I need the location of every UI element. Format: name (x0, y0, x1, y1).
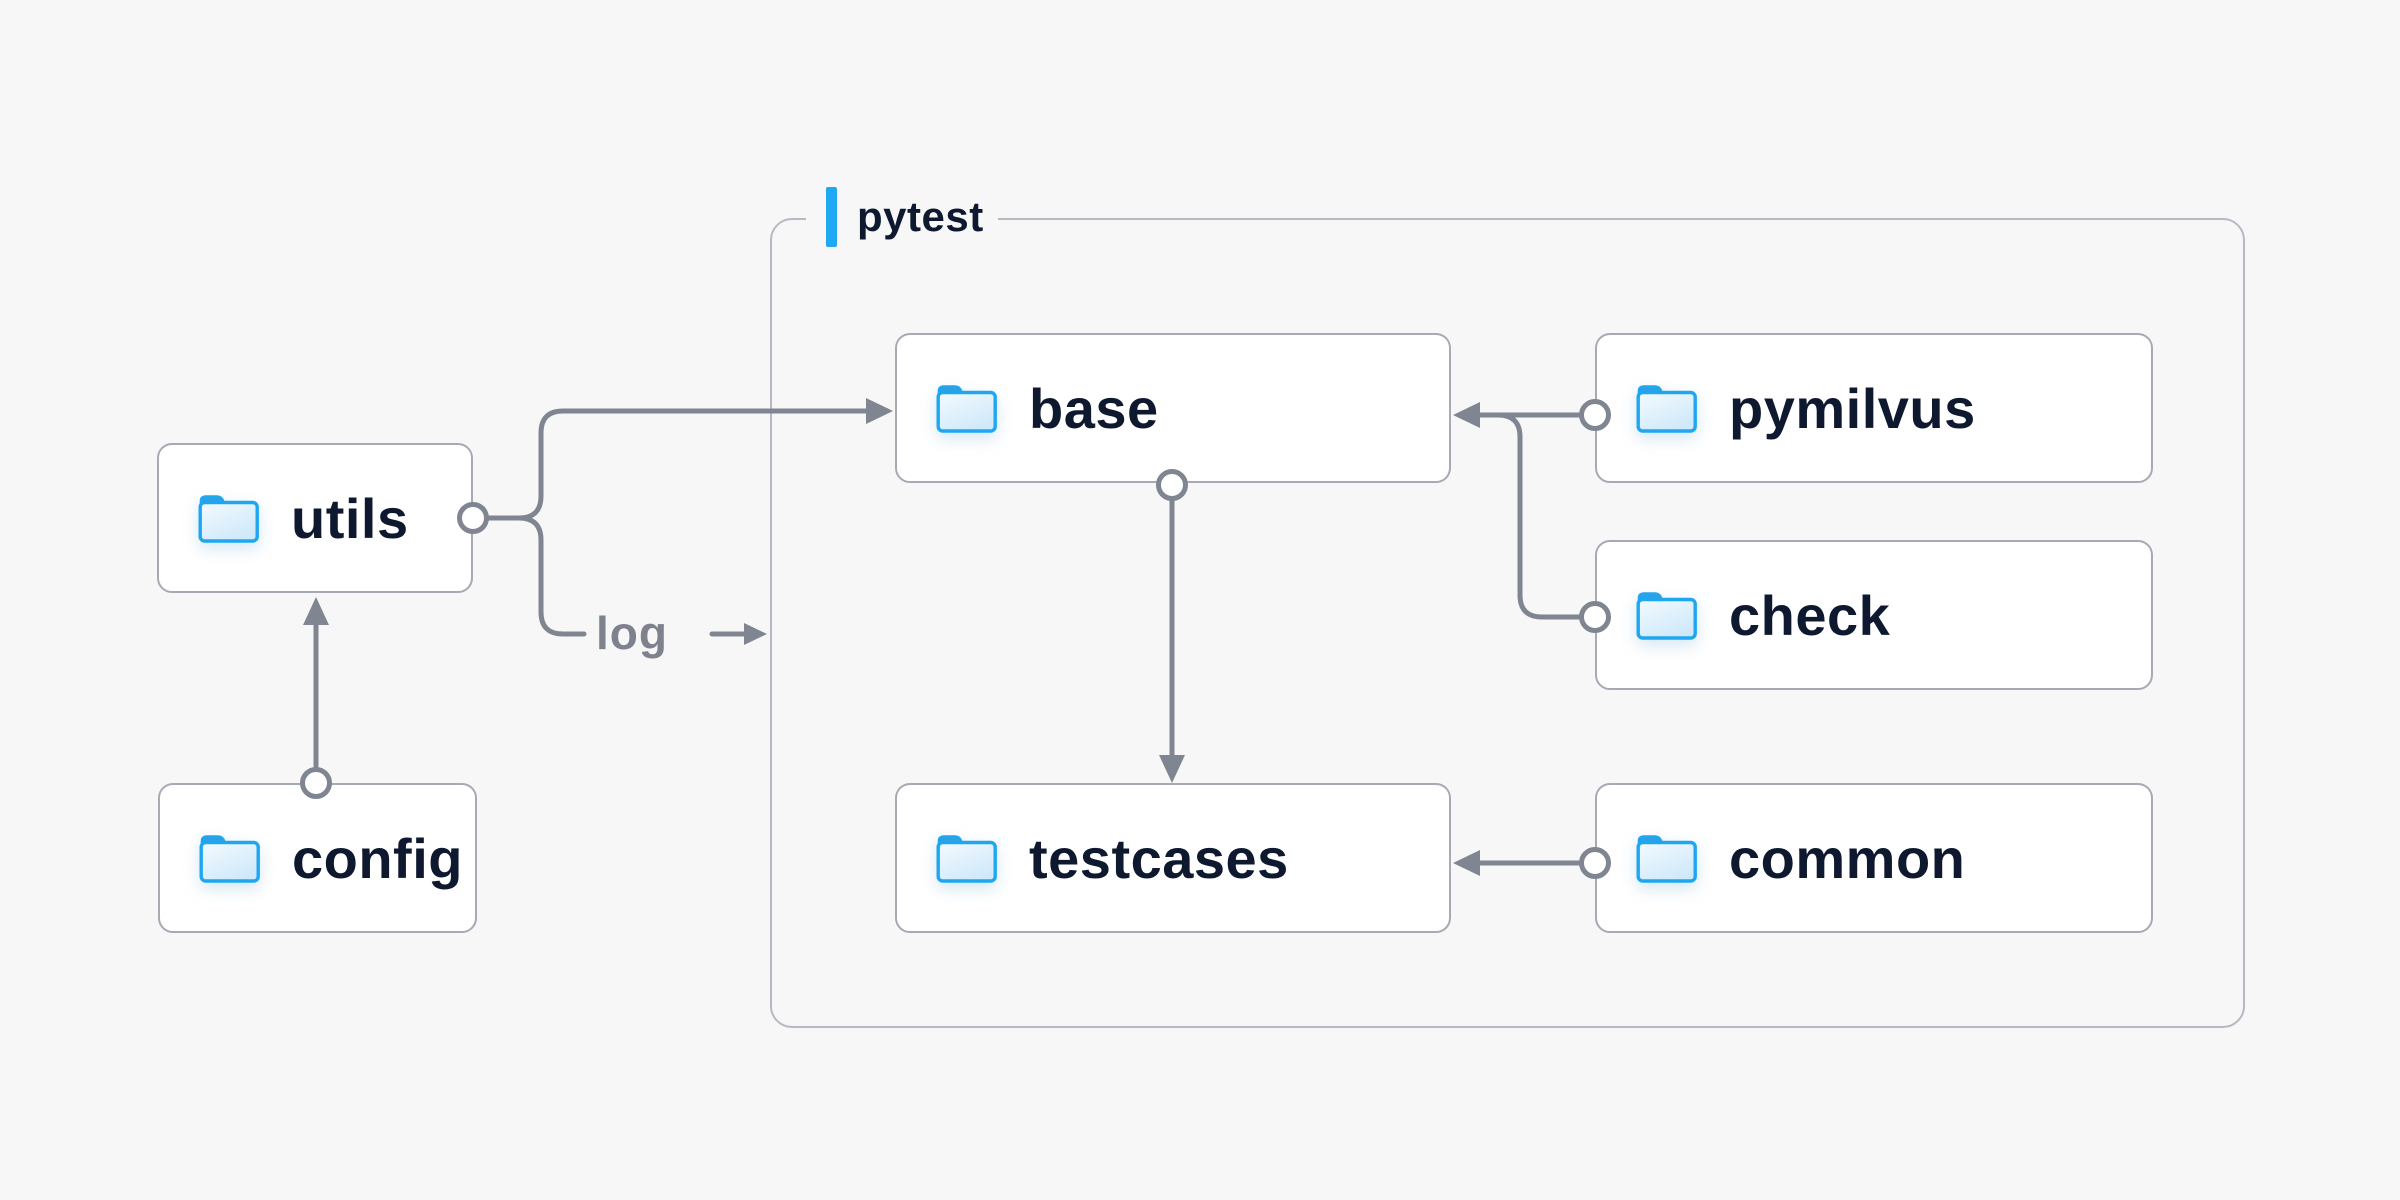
folder-node-common: common (1595, 783, 2153, 933)
folder-node-check: check (1595, 540, 2153, 690)
pytest-group-container (770, 218, 2245, 1028)
folder-icon (1636, 835, 1697, 883)
arrowhead-right-icon (744, 623, 767, 645)
folder-icon (1636, 592, 1697, 640)
folder-icon (198, 495, 259, 543)
folder-node-base: base (895, 333, 1451, 483)
folder-node-label: common (1729, 826, 1966, 890)
folder-node-label: config (292, 826, 463, 890)
folder-node-label: pymilvus (1729, 376, 1976, 440)
folder-node-testcases: testcases (895, 783, 1451, 933)
folder-node-config: config (158, 783, 477, 933)
arrowhead-up-icon (303, 597, 329, 625)
folder-icon (936, 835, 997, 883)
edge-utils-log (516, 515, 587, 637)
folder-node-label: base (1029, 376, 1159, 440)
folder-node-utils: utils (157, 443, 473, 593)
folder-node-pymilvus: pymilvus (1595, 333, 2153, 483)
pytest-group-label: pytest (806, 184, 998, 250)
folder-node-label: check (1729, 583, 1891, 647)
edge-label-log: log (596, 607, 668, 659)
folder-node-label: utils (291, 486, 409, 550)
folder-node-label: testcases (1029, 826, 1289, 890)
folder-icon (1636, 385, 1697, 433)
accent-bar-icon (826, 187, 837, 247)
folder-icon (199, 835, 260, 883)
folder-icon (936, 385, 997, 433)
group-title: pytest (857, 193, 984, 240)
